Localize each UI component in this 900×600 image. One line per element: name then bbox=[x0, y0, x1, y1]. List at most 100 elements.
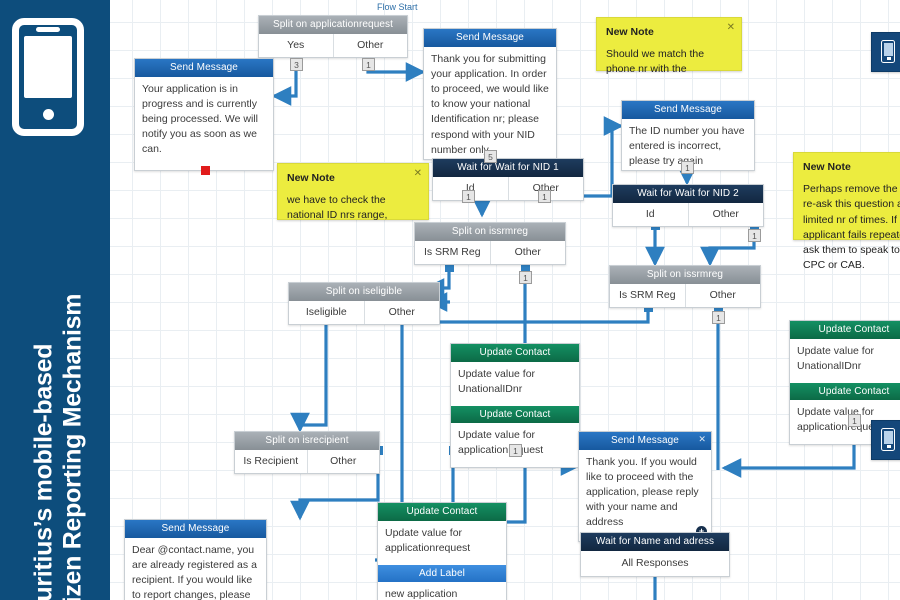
node-update-contact-add-label[interactable]: Update Contact Update value for applicat… bbox=[377, 502, 507, 600]
node-split-issrmreg-left[interactable]: Split on issrmreg Is SRM Reg Other bbox=[414, 222, 566, 265]
badge-nid1-5[interactable]: 5 bbox=[484, 150, 497, 163]
branch-iseligible[interactable]: Iseligible bbox=[305, 305, 347, 318]
node-wait-name-address[interactable]: Wait for Name and adress All Responses bbox=[580, 532, 730, 577]
node-header-2: Update Contact bbox=[790, 382, 900, 400]
node-header-label: Send Message bbox=[611, 435, 679, 446]
add-icon[interactable]: + bbox=[696, 525, 707, 537]
node-branches: Id Other bbox=[613, 202, 764, 226]
node-branches: Is SRM Reg Other bbox=[610, 283, 761, 307]
flow-canvas[interactable]: Flow Start Split on applicationrequest Y… bbox=[110, 0, 900, 600]
node-header: Wait for Wait for NID 1 bbox=[433, 159, 583, 177]
node-header: Split on issrmreg bbox=[415, 223, 565, 241]
node-header: Split on issrmreg bbox=[610, 266, 760, 284]
badge-nid2-other-1[interactable]: 1 bbox=[748, 229, 761, 242]
node-send-application-in-progress[interactable]: Send Message Your application is in prog… bbox=[134, 58, 274, 175]
node-header: Send Message bbox=[125, 520, 266, 538]
note-remove-loop[interactable]: New Note Perhaps remove the loop - re-as… bbox=[793, 152, 900, 271]
node-body: The ID number you have entered is incorr… bbox=[629, 124, 745, 167]
node-split-isrecipient[interactable]: Split on isrecipient Is Recipient Other bbox=[234, 431, 380, 474]
node-header: Update Contact bbox=[790, 321, 900, 339]
node-header: Wait for Name and adress bbox=[581, 533, 729, 551]
node-body: Thank you. If you would like to proceed … bbox=[586, 455, 699, 529]
node-branches: Id Other bbox=[433, 176, 583, 200]
branch-other[interactable]: Other bbox=[332, 33, 408, 57]
node-body: Dear @contact.name, you are already regi… bbox=[132, 543, 257, 600]
badge-nid1-other-1[interactable]: 1 bbox=[538, 190, 551, 203]
node-header-2: Update Contact bbox=[451, 405, 579, 423]
close-icon[interactable]: ✕ bbox=[413, 168, 422, 179]
branch-is-srm-reg[interactable]: Is SRM Reg bbox=[618, 288, 676, 301]
badge-other-1[interactable]: 1 bbox=[362, 58, 375, 71]
node-branches: Is Recipient Other bbox=[235, 449, 380, 473]
node-split-iseligible[interactable]: Split on iseligible Iseligible Other bbox=[288, 282, 440, 325]
note-phone-match[interactable]: ✕ New Note Should we match the phone nr … bbox=[596, 17, 742, 75]
node-body: Thank you for submitting your applicatio… bbox=[431, 52, 549, 156]
node-header: Split on isrecipient bbox=[235, 432, 379, 450]
branch-other[interactable]: Other bbox=[306, 449, 380, 473]
close-icon[interactable]: ✕ bbox=[726, 22, 735, 33]
badge-nid1-id-1[interactable]: 1 bbox=[462, 190, 475, 203]
node-wait-nid-2[interactable]: Wait for Wait for NID 2 Id Other bbox=[612, 184, 764, 227]
badge-update-right-1[interactable]: 1 bbox=[848, 414, 861, 427]
branch-id[interactable]: Id bbox=[645, 207, 655, 220]
node-header: Split on applicationrequest bbox=[259, 16, 407, 34]
branch-other[interactable]: Other bbox=[687, 202, 764, 226]
note-title: New Note bbox=[287, 172, 335, 184]
note-title: New Note bbox=[803, 161, 851, 173]
node-header: Wait for Wait for NID 2 bbox=[613, 185, 763, 203]
node-split-applicationrequest[interactable]: Split on applicationrequest Yes Other bbox=[258, 15, 408, 58]
badge-yes-3[interactable]: 3 bbox=[290, 58, 303, 71]
node-branches: Is SRM Reg Other bbox=[415, 240, 566, 264]
node-send-id-incorrect[interactable]: Send Message The ID number you have ente… bbox=[621, 100, 755, 171]
banner-title: Mauritius’s mobile-based Citizen Reporti… bbox=[29, 16, 87, 600]
phone-node-top-right[interactable] bbox=[871, 32, 900, 72]
mobile-phone-icon bbox=[881, 40, 895, 63]
node-send-thank-you-nid[interactable]: Send Message Thank you for submitting yo… bbox=[423, 28, 557, 160]
node-split-issrmreg-right[interactable]: Split on issrmreg Is SRM Reg Other bbox=[609, 265, 761, 308]
node-header-add-label: Add Label bbox=[378, 564, 506, 582]
banner-title-line2: Citizen Reporting Mechanism bbox=[58, 293, 86, 600]
node-header: Update Contact bbox=[451, 344, 579, 362]
node-header: Send Message bbox=[622, 101, 754, 119]
mobile-phone-icon bbox=[881, 428, 895, 451]
node-branches: Yes Other bbox=[259, 33, 408, 57]
badge-incorrect-1[interactable]: 1 bbox=[681, 161, 694, 174]
badge-issrmreg-other-1[interactable]: 1 bbox=[519, 271, 532, 284]
node-body: Update value for UnationalIDnr bbox=[797, 344, 875, 372]
node-branches: Iseligible Other bbox=[289, 300, 440, 324]
branch-yes[interactable]: Yes bbox=[287, 38, 305, 51]
flow-start-label: Flow Start bbox=[377, 2, 418, 12]
phone-node-mid-right[interactable] bbox=[871, 420, 900, 460]
branch-other[interactable]: Other bbox=[684, 283, 761, 307]
branch-is-recipient[interactable]: Is Recipient bbox=[243, 454, 299, 467]
note-body: Perhaps remove the loop - re-ask this qu… bbox=[803, 183, 900, 272]
node-header: Split on iseligible bbox=[289, 283, 439, 301]
branch-id[interactable]: Id bbox=[465, 181, 475, 194]
badge-update-center-1[interactable]: 1 bbox=[509, 444, 522, 457]
mobile-phone-icon bbox=[12, 18, 84, 136]
node-branch-all-responses[interactable]: All Responses bbox=[621, 556, 689, 569]
badge-issrmreg-r-other-1[interactable]: 1 bbox=[712, 311, 725, 324]
node-wait-nid-1[interactable]: Wait for Wait for NID 1 Id Other bbox=[432, 158, 584, 201]
close-icon[interactable]: ✕ bbox=[698, 434, 706, 444]
node-header: Send Message ✕ bbox=[579, 432, 711, 450]
node-header: Update Contact bbox=[378, 503, 506, 521]
node-header: Send Message bbox=[424, 29, 556, 47]
note-body: we have to check the national ID nrs ran… bbox=[287, 194, 388, 222]
node-body: Your application is in progress and is c… bbox=[142, 82, 258, 156]
branch-other[interactable]: Other bbox=[363, 300, 440, 324]
node-send-proceed-name-address[interactable]: Send Message ✕ Thank you. If you would l… bbox=[578, 431, 712, 542]
note-body: Should we match the phone nr with the bbox=[606, 48, 705, 76]
banner-title-line1: Mauritius’s mobile-based bbox=[29, 343, 58, 600]
node-body: Update value for applicationrequest bbox=[385, 526, 471, 554]
node-send-already-recipient[interactable]: Send Message Dear @contact.name, you are… bbox=[124, 519, 267, 600]
red-marker bbox=[201, 165, 210, 175]
note-national-id-range[interactable]: ✕ New Note we have to check the national… bbox=[277, 163, 429, 222]
node-body: Update value for UnationalIDnr bbox=[458, 367, 536, 395]
branch-is-srm-reg[interactable]: Is SRM Reg bbox=[423, 245, 481, 258]
node-body-add-label: new application bbox=[385, 588, 458, 600]
branch-other[interactable]: Other bbox=[489, 240, 566, 264]
note-title: New Note bbox=[606, 26, 654, 38]
node-header: Send Message bbox=[135, 59, 273, 77]
